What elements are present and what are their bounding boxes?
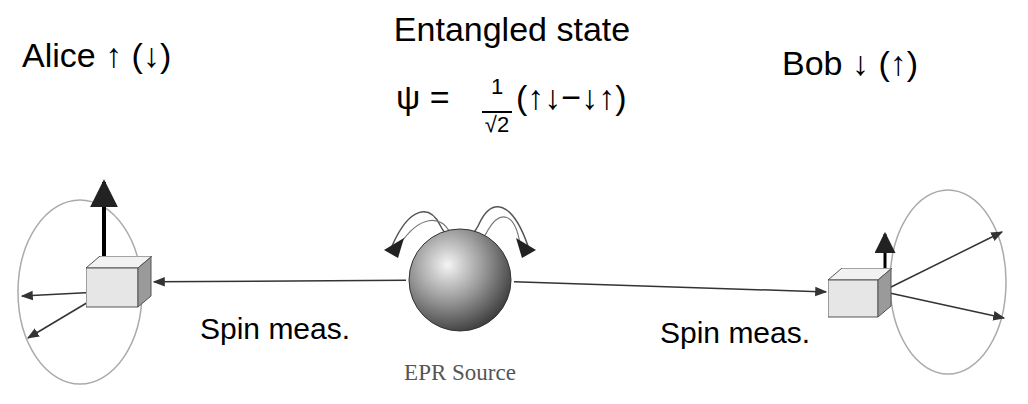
detector-label: Spin meas.	[660, 316, 810, 351]
formula-part: (↑↓−↓↑)	[516, 78, 627, 117]
spin-detector: Spin meas.	[86, 256, 152, 308]
rotation-ellipse	[18, 200, 142, 384]
detector-box	[86, 256, 152, 308]
axis-arrow	[885, 232, 1002, 290]
heading-label: Entangled state	[394, 10, 630, 49]
detector-box	[828, 268, 892, 318]
beam-line	[154, 280, 406, 281]
wave-arrowhead	[516, 238, 536, 258]
formula-part: √2	[485, 112, 509, 137]
observer-label: Alice ↑ (↓)	[22, 36, 171, 75]
source-sphere	[408, 228, 512, 332]
sphere	[409, 229, 511, 331]
box-front	[828, 280, 878, 317]
detector-label: Spin meas.	[200, 312, 350, 347]
observer-label: Bob ↓ (↑)	[782, 44, 918, 83]
spin-detector: Spin meas.	[828, 268, 892, 318]
formula-part: 1	[491, 74, 503, 99]
box-front	[86, 268, 138, 307]
box-side	[138, 257, 151, 307]
epr-source: EPR Source	[408, 228, 512, 332]
spin-arrow	[102, 182, 106, 268]
axis-arrow	[885, 292, 1004, 318]
wave-arrowhead	[384, 238, 404, 258]
box-side	[878, 269, 891, 317]
formula-part: ψ =	[396, 78, 450, 117]
beam-line	[514, 282, 826, 292]
source-label: EPR Source	[404, 360, 516, 386]
rotation-ellipse	[890, 190, 1006, 374]
